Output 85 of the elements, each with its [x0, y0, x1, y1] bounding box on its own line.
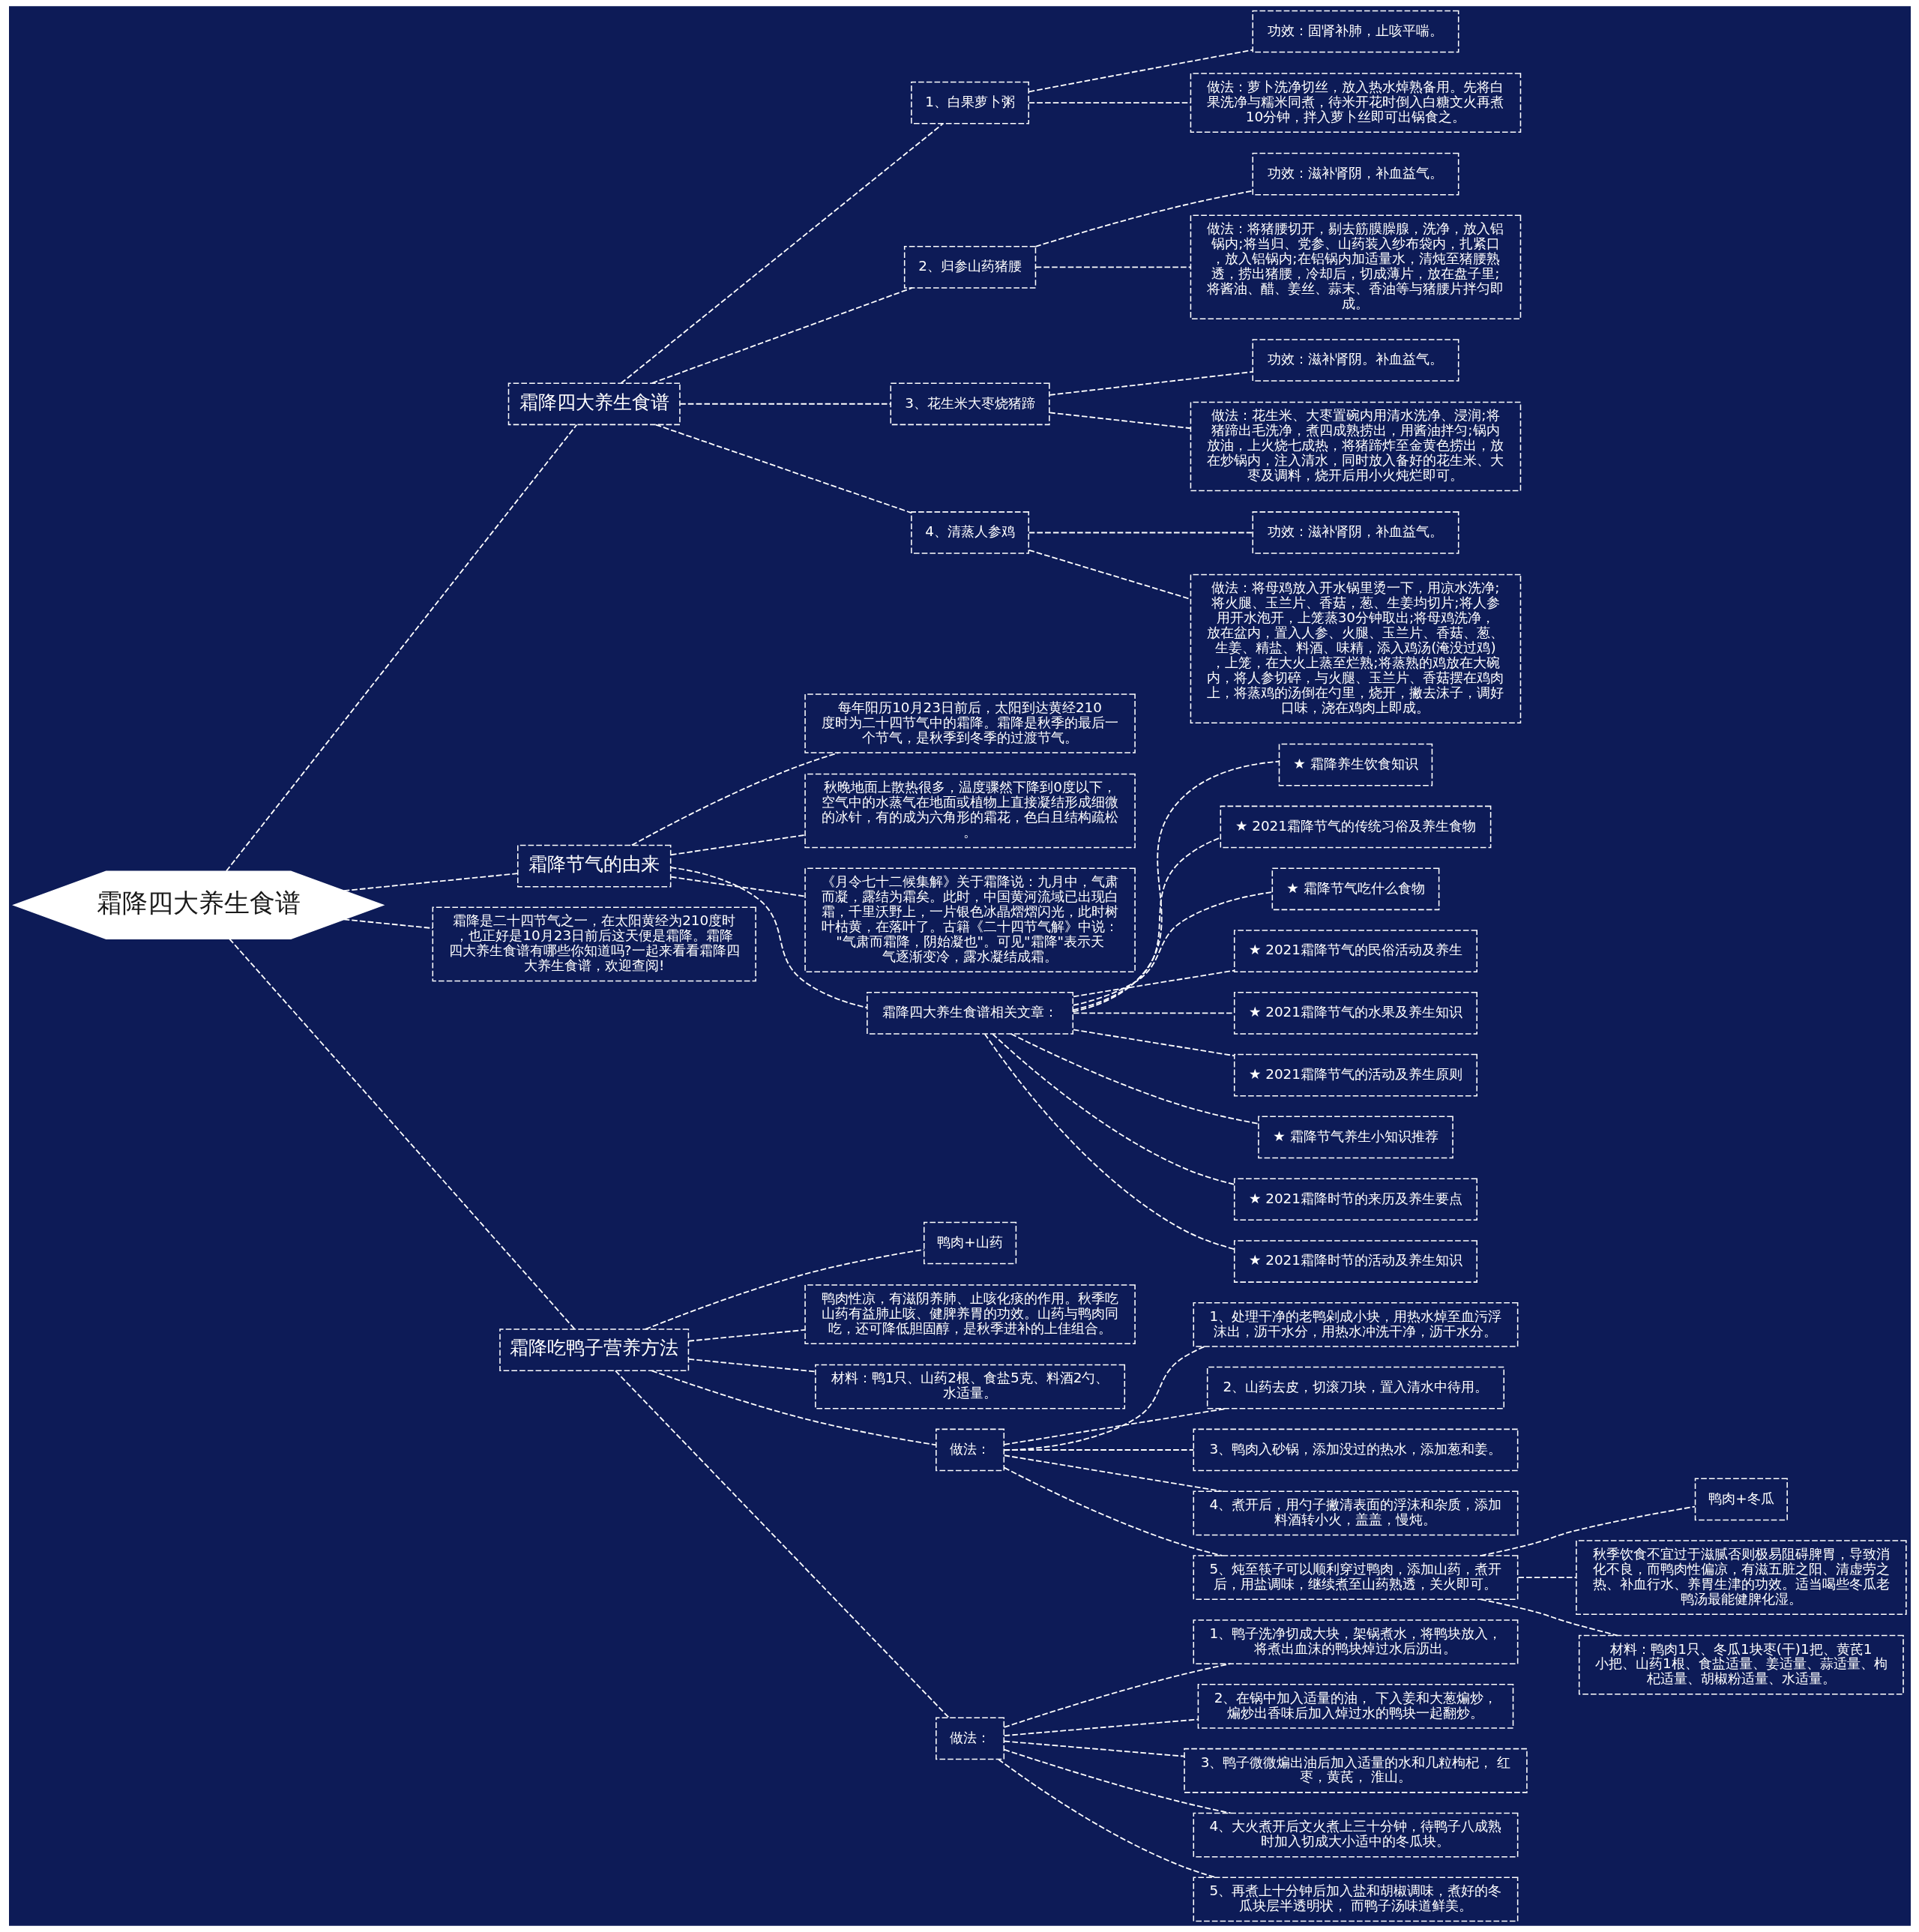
connector — [991, 1033, 1235, 1185]
connector — [687, 1329, 806, 1342]
node-box: 做法： — [935, 1428, 1004, 1472]
connector — [225, 424, 577, 872]
node-box: 1、处理干净的老鸭剁成小块，用热水焯至血污浮沫出，沥干水分，用热水冲洗干净，沥干水分。 — [1193, 1301, 1518, 1347]
node-box: 做法：将猪腰切开，剔去筋膜臊腺，洗净，放入铝锅内;将当归、党参、山药装入纱布袋内，扎紧口，放入铝锅内;在铝锅内加适量水，清炖至猪腰熟透，捞出猪腰，冷却后，切成薄片，放在盘子里;将酱油、醋、姜丝、蒜末、香油等与猪腰片拌匀即成。 — [1190, 214, 1521, 320]
connector — [1048, 371, 1253, 396]
connector — [1072, 1029, 1235, 1057]
connector — [1028, 49, 1253, 93]
node-box: 功效：固肾补肺，止咳平喘。 — [1251, 10, 1459, 53]
connector — [1516, 1577, 1576, 1579]
node-box: 秋晚地面上散热很多，温度骤然下降到0度以下，空气中的水蒸气在地面或植物上直接凝结形成细微的冰针，有的成为六角形的霜花，色白且结构疏松。 — [804, 773, 1136, 849]
node-box: 霜降节气的由来 — [516, 844, 671, 888]
node-box: 5、再煮上十分钟后加入盐和胡椒调味，煮好的冬瓜块层半透明状， 而鸭子汤味道鲜美。 — [1193, 1877, 1518, 1922]
connector — [1003, 1449, 1194, 1451]
connector — [678, 403, 891, 405]
node-box: 功效：滋补肾阴，补血益气。 — [1251, 511, 1459, 554]
connector — [343, 918, 433, 929]
connector — [1010, 1033, 1259, 1125]
connector — [1072, 1012, 1235, 1014]
connector — [1072, 969, 1235, 998]
node-box: ★ 霜降养生饮食知识 — [1278, 743, 1433, 786]
node-box: 霜降四大养生食谱 — [507, 382, 681, 426]
node-box: 1、白果萝卜粥 — [910, 81, 1029, 124]
connector — [343, 873, 518, 892]
node-box: 3、鸭子微微煸出油后加入适量的水和几粒枸杞， 红枣，黄芪， 淮山。 — [1183, 1748, 1528, 1793]
connector — [1028, 102, 1191, 103]
node-box: 4、清蒸人参鸡 — [910, 511, 1029, 554]
node-box: 鸭肉性凉，有滋阴养肺、止咳化痰的作用。秋季吃山药有益肺止咳、健脾养胃的功效。山药与鸭肉同吃，还可降低胆固醇，是秋季进补的上佳组合。 — [804, 1284, 1136, 1344]
node-box: ★ 霜降节气吃什么食物 — [1271, 867, 1439, 911]
connector — [1003, 1718, 1199, 1737]
node-box: ★ 2021霜降节气的民俗活动及养生 — [1233, 930, 1477, 972]
connector — [1034, 266, 1191, 268]
node-box: 功效：滋补肾阴，补血益气。 — [1251, 152, 1459, 196]
node-box: 《月令七十二候集解》关于霜降说：九月中，气肃而凝，露结为霜矣。此时，中国黄河流域已出现白霜，千里沃野上，一片银色冰晶熠熠闪光，此时树叶枯黄，在落叶了。古籍《二十四节气解》中说："气肃而霜降，阴始凝也"。可见"霜降"表示天气逐渐变冷，露水凝结成霜。 — [804, 867, 1136, 972]
node-box: 2、归参山药猪腰 — [903, 245, 1036, 289]
connector — [1002, 1346, 1205, 1451]
connector — [1034, 190, 1253, 247]
node-box: ★ 2021霜降节气的水果及养生知识 — [1233, 992, 1477, 1035]
connector — [644, 1248, 924, 1330]
node-box: 2、在锅中加入适量的油， 下入姜和大葱煸炒，煸炒出香味后加入焯过水的鸭块一起翻炒。 — [1197, 1684, 1513, 1729]
connector — [983, 1033, 1235, 1250]
connector — [614, 1370, 950, 1718]
connector — [1071, 837, 1221, 1011]
connector — [1028, 549, 1191, 600]
node-box: ★ 2021霜降节气的传统习俗及养生食物 — [1220, 805, 1491, 849]
node-box: 做法：花生米、大枣置碗内用清水洗净、浸润;将猪蹄出毛洗净，煮四成熟捞出，用酱油拌匀;锅内放油，上火烧七成热，将猪蹄炸至金黄色捞出，放在炒锅内，注入清水，同时放入备好的花生米、大枣及调料，烧开后用小火炖烂即可。 — [1190, 401, 1521, 492]
node-box: 做法：萝卜洗净切丝，放入热水焯熟备用。先将白果洗净与糯米同煮，待米开花时倒入白糖文火再煮10分钟，拌入萝卜丝即可出锅食之。 — [1190, 73, 1521, 133]
connector — [669, 876, 806, 897]
connector — [228, 938, 575, 1330]
connector — [687, 1358, 816, 1373]
node-box: 2、山药去皮，切滚刀块，置入清水中待用。 — [1206, 1366, 1504, 1409]
node-box: 鸭肉+冬瓜 — [1694, 1478, 1788, 1521]
node-box: 做法：将母鸡放入开水锅里烫一下，用凉水洗净;将火腿、玉兰片、香菇，葱、生姜均切片;将人参用开水泡开，上笼蒸30分钟取出;将母鸡洗净，放在盆内，置入人参、火腿、玉兰片、香菇、葱、生姜、精盐、料酒、味精，添入鸡汤(淹没过鸡)，上笼，在大火上蒸至烂熟;将蒸熟的鸡放在大碗内，将人参切碎，与火腿、玉兰片、香菇摆在鸡肉上，将蒸鸡的汤倒在勺里，烧开，撇去沫子，调好口味，浇在鸡肉上即成。 — [1190, 574, 1521, 723]
node-box: 霜降是二十四节气之一，在太阳黄经为210度时，也正好是10月23日前后这天便是霜降。霜降四大养生食谱有哪些你知道吗?一起来看看霜降四大养生食谱，欢迎查阅! — [432, 906, 756, 982]
connector — [1071, 760, 1280, 1013]
node-box: 5、炖至筷子可以顺利穿过鸭肉，添加山药，煮开后，用盐调味，继续煮至山药熟透，关火即可。 — [1193, 1555, 1518, 1601]
node-box: 霜降吃鸭子营养方法 — [498, 1328, 689, 1371]
node-box: 4、煮开后，用勺子撇清表面的浮沫和杂质，添加料酒转小火，盖盖，慢炖。 — [1193, 1490, 1518, 1536]
node-box: 鸭肉+山药 — [923, 1221, 1016, 1265]
connector — [654, 424, 912, 514]
node-box: ★ 2021霜降时节的来历及养生要点 — [1233, 1178, 1477, 1221]
connector — [1003, 1740, 1185, 1757]
node-box: ★ 霜降节气养生小知识推荐 — [1257, 1116, 1453, 1159]
node-box: 3、花生米大枣烧猪蹄 — [890, 382, 1050, 426]
node-box: ★ 2021霜降时节的活动及养生知识 — [1233, 1240, 1477, 1283]
connector — [669, 867, 867, 1008]
connector — [669, 834, 806, 856]
node-box: 霜降四大养生食谱相关文章： — [866, 992, 1073, 1035]
connector — [651, 1370, 937, 1446]
connector — [620, 122, 944, 385]
connector — [1028, 532, 1253, 534]
node-box: 材料：鸭1只、山药2根、食盐5克、料酒2勺、水适量。 — [814, 1364, 1125, 1409]
connector — [1072, 891, 1273, 1006]
node-box: 材料：鸭肉1只、冬瓜1块枣(干)1把、黄芪1小把、山药1根、食盐适量、姜适量、蒜适量、枸杞适量、胡椒粉适量、水适量。 — [1578, 1634, 1904, 1695]
node-box: 3、鸭肉入砂锅，添加没过的热水，添加葱和姜。 — [1193, 1428, 1518, 1472]
node-box: 做法： — [935, 1717, 1004, 1760]
node-box: 秋季饮食不宜过于滋腻否则极易阻碍脾胃，导致消化不良，而鸭肉性偏凉，有滋五脏之阳、清虚劳之热、补血行水、养胃生津的功效。适当喝些冬瓜老鸭汤最能健脾化湿。 — [1575, 1540, 1907, 1615]
connector — [1048, 412, 1191, 430]
node-box: 每年阳历10月23日前后，太阳到达黄经210度时为二十四节气中的霜降。霜降是秋季的最后一个节气，是秋季到冬季的过渡节气。 — [804, 693, 1136, 753]
node-box: 4、大火煮开后文火煮上三十分钟，待鸭子八成熟时加入切成大小适中的冬瓜块。 — [1193, 1812, 1518, 1858]
node-box: 1、鸭子洗净切成大块，架锅煮水，将鸭块放入，将煮出血沫的鸭块焯过水后沥出。 — [1193, 1619, 1518, 1664]
connector — [651, 287, 913, 384]
node-box: 功效：滋补肾阴。补血益气。 — [1251, 339, 1459, 382]
node-box: ★ 2021霜降节气的活动及养生原则 — [1233, 1053, 1477, 1097]
